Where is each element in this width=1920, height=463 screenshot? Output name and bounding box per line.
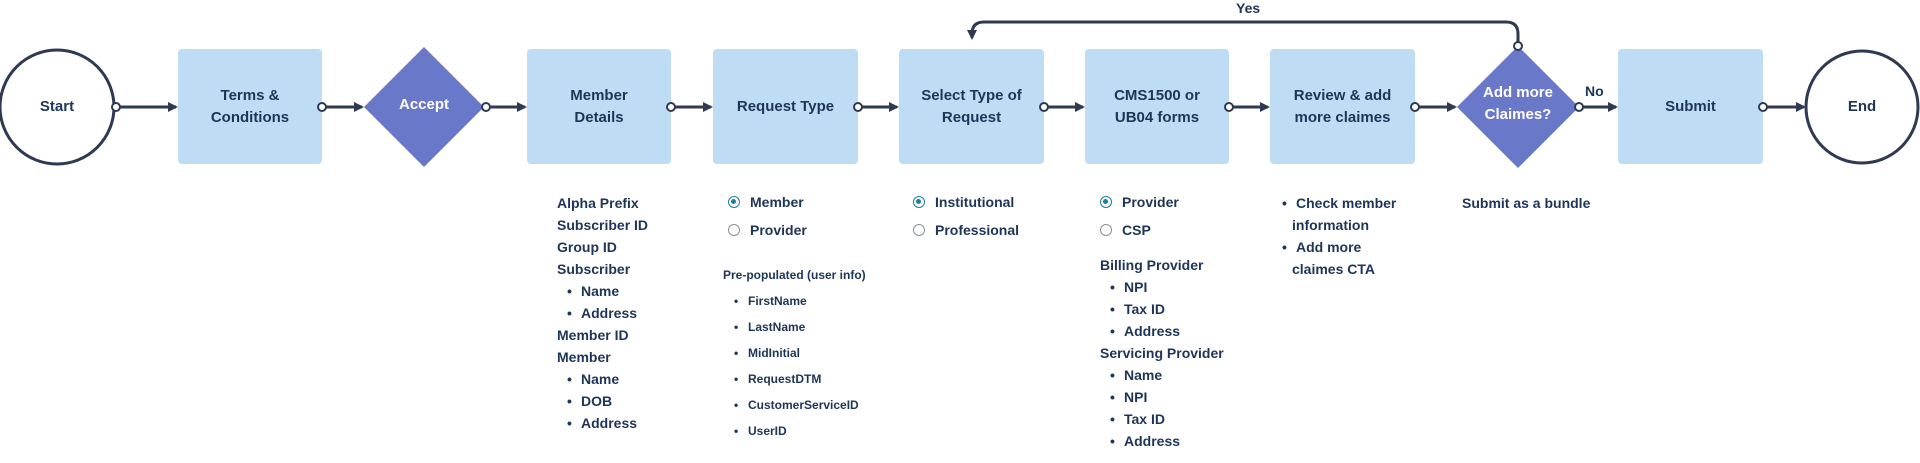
note-line: Subscriber xyxy=(557,261,631,277)
accept-node xyxy=(364,47,484,167)
radio-selected-icon xyxy=(1100,196,1112,208)
select-type-notes: Institutional Professional xyxy=(913,188,1019,244)
radio-selected-icon xyxy=(728,196,740,208)
note-bullet: CustomerServiceID xyxy=(728,392,866,418)
add-more-node xyxy=(1457,46,1579,168)
review-label: Review & add more claimes xyxy=(1293,86,1392,126)
note-bullet: Check member xyxy=(1272,192,1396,214)
edge-label-yes: Yes xyxy=(1236,0,1261,16)
note-bullet: FirstName xyxy=(728,288,866,314)
port xyxy=(1410,102,1420,112)
radio-label: Professional xyxy=(935,222,1020,238)
note-line: Subscriber ID xyxy=(557,217,649,233)
note-bullet: UserID xyxy=(728,418,866,444)
note-bullet: Name xyxy=(557,368,648,390)
radio-label: Member xyxy=(750,194,804,210)
radio-unselected-icon xyxy=(728,224,740,236)
note-bullet: NPI xyxy=(1100,276,1224,298)
forms-label: CMS1500 or UB04 forms xyxy=(1114,86,1200,126)
edge-label-no: No xyxy=(1585,83,1604,99)
radio-member[interactable]: Member xyxy=(728,188,866,216)
port xyxy=(666,102,676,112)
radio-csp[interactable]: CSP xyxy=(1100,216,1224,244)
note-bullet: Name xyxy=(557,280,648,302)
submit-label: Submit xyxy=(1665,97,1716,115)
billing-provider-title: Billing Provider xyxy=(1100,257,1204,273)
note-bullet: MidInitial xyxy=(728,340,866,366)
note-bullet: Add more xyxy=(1272,236,1396,258)
radio-provider-form[interactable]: Provider xyxy=(1100,188,1224,216)
note-line: Group ID xyxy=(557,239,617,255)
radio-label: Provider xyxy=(750,222,807,238)
note-continuation: information xyxy=(1292,217,1369,233)
note-line: Member ID xyxy=(557,327,629,343)
note-bullet: Tax ID xyxy=(1100,408,1224,430)
submit-bundle-note: Submit as a bundle xyxy=(1462,195,1591,211)
start-label: Start xyxy=(39,98,75,115)
terms-node xyxy=(178,49,322,164)
note-line: Member xyxy=(557,349,611,365)
radio-unselected-icon xyxy=(913,224,925,236)
radio-institutional[interactable]: Institutional xyxy=(913,188,1019,216)
radio-selected-icon xyxy=(913,196,925,208)
prepopulated-title: Pre-populated (user info) xyxy=(723,268,866,282)
review-node xyxy=(1270,49,1415,164)
note-bullet: Address xyxy=(557,302,648,324)
terms-label: Terms & Conditions xyxy=(210,86,290,126)
port xyxy=(853,102,863,112)
radio-unselected-icon xyxy=(1100,224,1112,236)
port xyxy=(1513,41,1523,51)
note-bullet: Tax ID xyxy=(1100,298,1224,320)
accept-label: Accept xyxy=(398,95,450,113)
member-details-notes: Alpha Prefix Subscriber ID Group ID Subs… xyxy=(557,192,648,434)
end-label: End xyxy=(1847,98,1877,115)
note-bullet: NPI xyxy=(1100,386,1224,408)
note-bullet: DOB xyxy=(557,390,648,412)
note-bullet: Address xyxy=(1100,320,1224,342)
review-notes: Check member information Add more claime… xyxy=(1272,192,1396,280)
port xyxy=(481,102,491,112)
request-type-label: Request Type xyxy=(736,97,835,115)
note-bullet: LastName xyxy=(728,314,866,340)
port xyxy=(1758,102,1768,112)
radio-provider[interactable]: Provider xyxy=(728,216,866,244)
radio-professional[interactable]: Professional xyxy=(913,216,1019,244)
member-details-label: Member Details xyxy=(570,86,628,126)
forms-notes: Provider CSP Billing Provider NPI Tax ID… xyxy=(1100,188,1224,452)
select-type-node xyxy=(899,49,1044,164)
submit-node xyxy=(1618,49,1763,164)
select-type-label: Select Type of Request xyxy=(921,86,1022,126)
note-bullet: RequestDTM xyxy=(728,366,866,392)
note-bullet: Address xyxy=(1100,430,1224,452)
port xyxy=(317,102,327,112)
port xyxy=(1574,102,1584,112)
request-type-notes: Member Provider Pre-populated (user info… xyxy=(723,188,866,444)
end-node xyxy=(1804,49,1920,165)
note-line: Alpha Prefix xyxy=(557,195,639,211)
port xyxy=(111,102,121,112)
port xyxy=(1224,102,1234,112)
note-bullet: Name xyxy=(1100,364,1224,386)
note-bullet: Address xyxy=(557,412,648,434)
radio-label: CSP xyxy=(1122,222,1151,238)
edge-addmore-yes-loop xyxy=(967,20,1520,46)
note-continuation: claimes CTA xyxy=(1292,261,1375,277)
add-more-notes: Submit as a bundle xyxy=(1462,192,1590,214)
radio-label: Institutional xyxy=(935,194,1015,210)
port xyxy=(1039,102,1049,112)
radio-label: Provider xyxy=(1122,194,1179,210)
request-type-node xyxy=(713,49,858,164)
forms-node xyxy=(1085,49,1229,164)
member-details-node xyxy=(527,49,671,164)
servicing-provider-title: Servicing Provider xyxy=(1100,345,1224,361)
add-more-label: Add more Claimes? xyxy=(1482,84,1553,123)
